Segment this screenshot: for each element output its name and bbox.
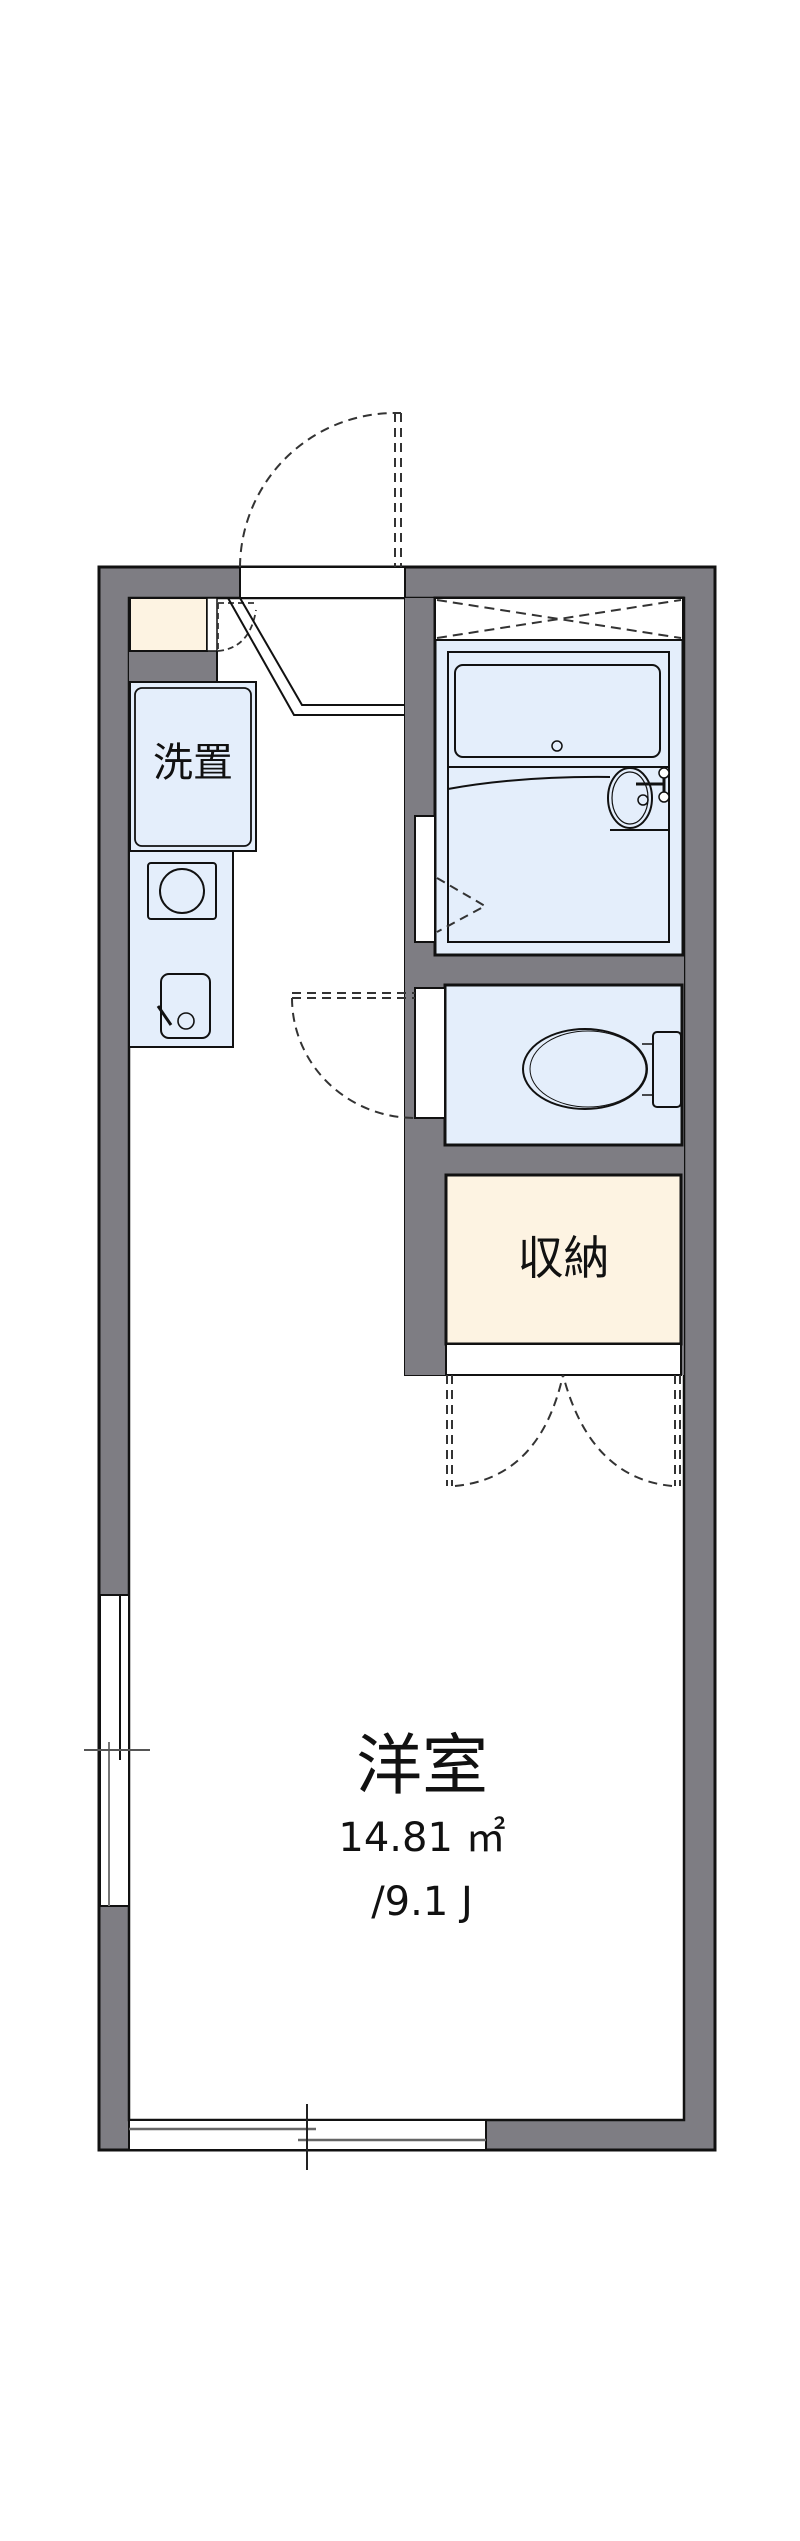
bath-folding-door[interactable] <box>436 877 488 933</box>
window-left[interactable] <box>84 1594 150 1907</box>
ceiling-access-icon <box>436 599 682 639</box>
sink-drain-icon <box>177 1012 195 1030</box>
stove <box>147 862 217 920</box>
unit-bath <box>433 596 685 957</box>
toilet-room <box>443 983 684 1147</box>
entrance-door[interactable] <box>239 412 402 568</box>
kitchen-faucet-icon <box>156 1005 173 1026</box>
kitchen <box>128 850 234 1048</box>
toilet-tank <box>652 1031 682 1108</box>
entrance-opening <box>239 566 406 599</box>
room-area-value: 14.81 <box>338 1815 453 1861</box>
genkan-step-edge <box>227 597 405 716</box>
wash-basin <box>607 767 653 829</box>
bathtub-drain-icon <box>551 740 563 752</box>
toilet-door-opening <box>414 987 446 1119</box>
bath-door-opening <box>414 815 436 943</box>
room-area: 14.81 ㎡ <box>222 1816 622 1860</box>
western-room-label: 洋室 <box>356 1727 488 1804</box>
room-tatami: /9.1 J <box>371 1879 473 1925</box>
storage-double-door[interactable] <box>446 1374 681 1487</box>
faucet-icon <box>658 767 670 779</box>
washer-label: 洗置 <box>153 740 233 786</box>
burner-icon <box>159 868 205 914</box>
shoe-box <box>129 597 208 652</box>
window-bottom[interactable] <box>128 2104 487 2170</box>
storage-label: 収納 <box>517 1231 610 1285</box>
shoe-box-door[interactable] <box>217 602 258 652</box>
bathtub <box>454 664 661 758</box>
kitchen-sink <box>160 973 211 1039</box>
room-area-unit: ㎡ <box>465 1815 506 1861</box>
toilet-door[interactable] <box>291 992 416 1119</box>
washer-space <box>129 681 257 852</box>
toilet-bowl <box>522 1028 648 1110</box>
